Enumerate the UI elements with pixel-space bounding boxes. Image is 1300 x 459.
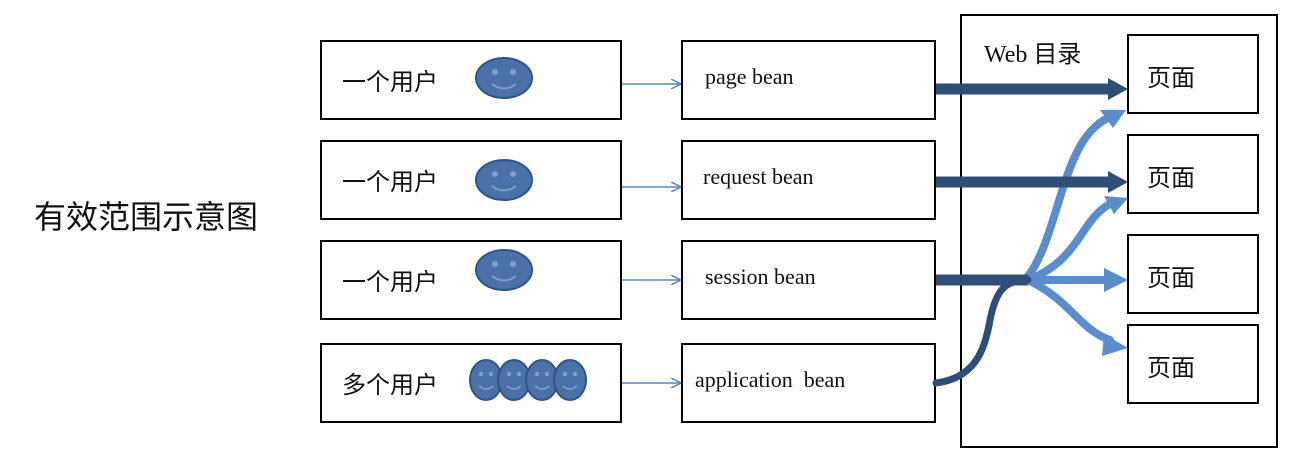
user-box-2: 一个用户	[320, 140, 622, 220]
bean-box-request: request bean	[681, 140, 936, 220]
user-box-1: 一个用户	[320, 40, 622, 120]
user-label: 一个用户	[342, 68, 438, 96]
page-label: 页面	[1147, 264, 1195, 292]
page-box-4: 页面	[1127, 324, 1259, 404]
page-label: 页面	[1147, 64, 1195, 92]
branch-arrowheads	[1100, 110, 1128, 356]
page-box-3: 页面	[1127, 234, 1259, 314]
bean-box-session: session bean	[681, 240, 936, 320]
bean-label-application: application bean	[695, 367, 846, 392]
user-label: 多个用户	[342, 371, 438, 399]
user-label: 一个用户	[342, 268, 438, 296]
user-box-3: 一个用户	[320, 240, 622, 320]
bean-label-page: page bean	[705, 64, 794, 89]
page-box-1: 页面	[1127, 34, 1259, 114]
request-bean-arrow	[936, 171, 1128, 193]
page-label: 页面	[1147, 164, 1195, 192]
bean-box-application: application bean	[681, 343, 936, 423]
bean-label-session: session bean	[705, 264, 816, 289]
bean-box-page: page bean	[681, 40, 936, 120]
page-bean-arrow	[936, 78, 1128, 100]
page-box-2: 页面	[1127, 134, 1259, 214]
multi-user-faces-icon	[469, 359, 587, 401]
user-face-icon	[475, 159, 533, 201]
session-branch-arrows	[1021, 114, 1114, 344]
diagram-title: 有效范围示意图	[34, 198, 259, 236]
user-label: 一个用户	[342, 168, 438, 196]
page-label: 页面	[1147, 354, 1195, 382]
application-bean-connector	[932, 276, 1032, 387]
user-face-icon	[475, 249, 533, 291]
web-directory-label: Web 目录	[984, 42, 1082, 68]
user-face-icon	[475, 57, 533, 99]
bean-label-request: request bean	[703, 164, 814, 189]
